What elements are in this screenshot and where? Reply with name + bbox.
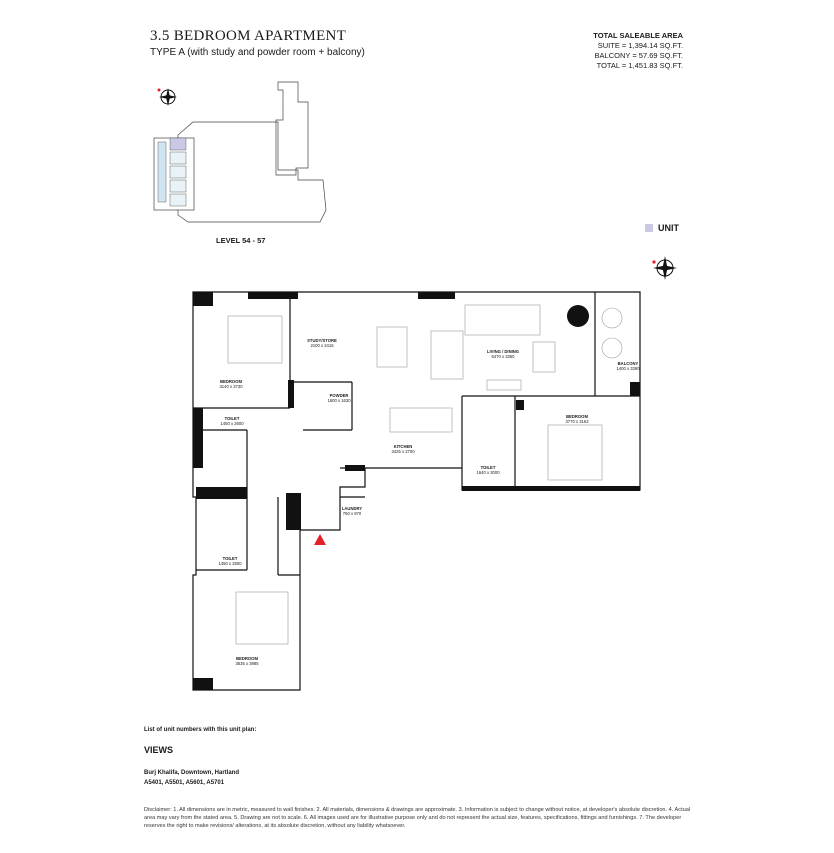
unit-legend-label: UNIT xyxy=(658,223,679,233)
disclaimer: Disclaimer: 1. All dimensions are in met… xyxy=(144,807,691,829)
page-title: 3.5 BEDROOM APARTMENT xyxy=(150,28,347,44)
compass-icon xyxy=(652,256,677,280)
column-marker xyxy=(567,305,589,327)
unit-swatch xyxy=(645,224,653,232)
page-subtitle: TYPE A (with study and powder room + bal… xyxy=(150,47,365,58)
key-plan xyxy=(153,81,327,223)
area-suite: SUITE = 1,394.14 SQ.FT. xyxy=(597,41,683,50)
unit-legend: UNIT xyxy=(645,223,679,233)
views-title: VIEWS xyxy=(144,745,174,755)
views-list: Burj Khalifa, Downtown, Hartland xyxy=(144,770,240,776)
area-summary: TOTAL SALEABLE AREA SUITE = 1,394.14 SQ.… xyxy=(593,31,683,71)
unit-list-label: List of unit numbers with this unit plan… xyxy=(144,727,257,733)
area-total: TOTAL = 1,451.83 SQ.FT. xyxy=(596,61,683,70)
area-heading: TOTAL SALEABLE AREA xyxy=(593,31,683,40)
level-label: LEVEL 54 - 57 xyxy=(216,236,266,245)
unit-numbers: A5401, A5501, A5601, A5701 xyxy=(144,780,225,786)
compass-icon xyxy=(157,88,177,106)
entry-marker xyxy=(314,534,326,545)
area-balcony: BALCONY = 57.69 SQ.FT. xyxy=(594,51,683,60)
